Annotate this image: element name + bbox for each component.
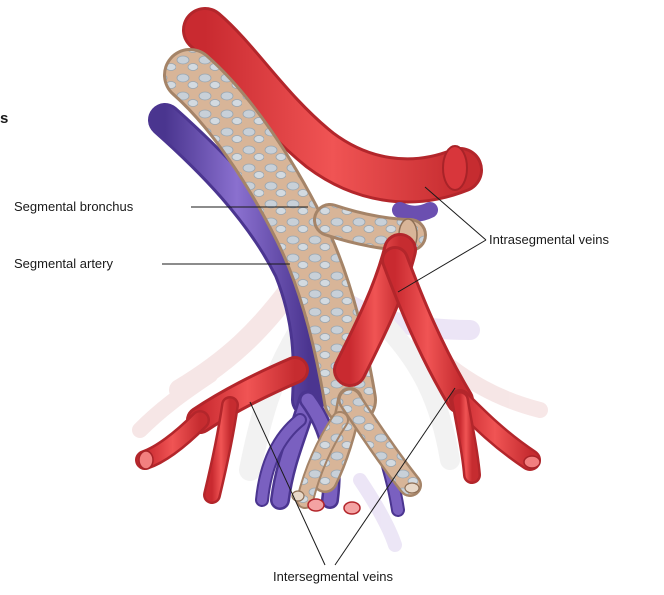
segmental-artery-label: Segmental artery	[14, 256, 113, 271]
intersegmental-veins-label: Intersegmental veins	[273, 569, 393, 584]
partial-heading-text: s	[0, 110, 8, 127]
segmental-bronchus-label: Segmental bronchus	[14, 199, 133, 214]
intrasegmental-veins-label: Intrasegmental veins	[489, 232, 609, 247]
